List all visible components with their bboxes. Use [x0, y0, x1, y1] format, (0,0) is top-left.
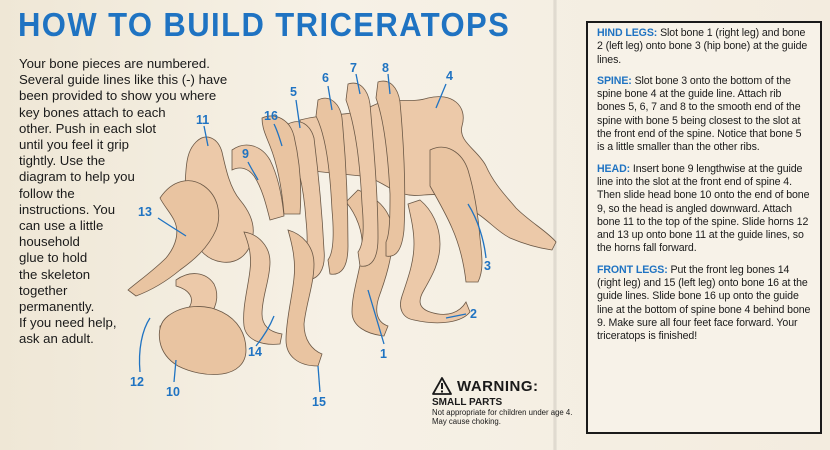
leader-line-7: [355, 73, 361, 95]
intro-line: can use a little: [19, 218, 104, 234]
intro-line: ask an adult.: [19, 331, 94, 347]
page-title: HOW TO BUILD TRICERATOPS: [18, 6, 511, 43]
bone-16: [261, 115, 302, 215]
warning-title-row: WARNING:: [432, 377, 582, 395]
intro-line: other. Push in each slot: [19, 120, 157, 136]
warning-title: WARNING:: [457, 377, 539, 395]
bone-label-13: 13: [138, 205, 152, 219]
bone-label-15: 15: [312, 395, 326, 409]
triceratops-skeleton-diagram: 1 2 3 4 5 6 7 8 9 10 11 12 13 14 15 16: [127, 61, 557, 409]
bone-label-3: 3: [484, 259, 491, 273]
bone-7: [345, 82, 379, 267]
instruction-text: Slot bone 3 onto the bottom of the spine…: [597, 74, 802, 154]
bone-label-4: 4: [446, 69, 453, 83]
bone-label-2: 2: [470, 307, 477, 321]
warning-triangle-icon: [432, 377, 452, 395]
intro-line: tightly. Use the: [19, 153, 106, 169]
bone-14: [243, 231, 283, 345]
leader-line-3: [467, 203, 487, 259]
bone-label-12: 12: [130, 375, 144, 389]
leader-line-16: [273, 123, 283, 147]
instruction-front-legs: FRONT LEGS: Put the front leg bones 14 (…: [597, 264, 811, 344]
bone-13: [127, 180, 220, 297]
instruction-text: Slot bone 1 (right leg) and bone 2 (left…: [597, 27, 808, 66]
intro-line: follow the: [19, 185, 75, 201]
bone-label-1: 1: [380, 347, 387, 361]
instruction-heading: HEAD:: [597, 162, 631, 175]
leader-line-10: [173, 359, 177, 383]
instruction-spine: SPINE: Slot bone 3 onto the bottom of th…: [597, 75, 811, 155]
bone-3: [429, 146, 483, 283]
instruction-hind-legs: HIND LEGS: Slot bone 1 (right leg) and b…: [597, 27, 811, 67]
leader-line-6: [327, 85, 333, 111]
instruction-heading: FRONT LEGS:: [597, 263, 668, 276]
bone-15: [285, 229, 323, 367]
leader-line-8: [387, 73, 391, 95]
intro-text: Your bone pieces are numbered. Several g…: [19, 56, 229, 348]
bone-label-10: 10: [166, 385, 180, 399]
leader-line-5: [295, 99, 301, 129]
intro-line: until you feel it grip: [19, 137, 129, 153]
leader-line-1: [367, 289, 385, 345]
warning-subtitle: SMALL PARTS: [432, 397, 503, 408]
intro-line: instructions. You: [19, 201, 116, 217]
bone-label-16: 16: [264, 109, 278, 123]
bone-9: [231, 144, 285, 221]
intro-line: permanently.: [19, 299, 95, 315]
leader-line-15: [317, 365, 321, 393]
leader-line-9: [247, 161, 259, 181]
bone-label-8: 8: [382, 61, 389, 75]
intro-line: glue to hold: [19, 250, 88, 266]
bone-label-7: 7: [350, 61, 357, 75]
intro-line: been provided to show you where: [19, 88, 217, 104]
instruction-text: Insert bone 9 lengthwise at the guide li…: [597, 162, 810, 255]
instructions-box: HIND LEGS: Slot bone 1 (right leg) and b…: [586, 21, 822, 434]
bone-2: [400, 199, 471, 324]
page-fold: [553, 0, 557, 450]
warning-line-2: May cause choking.: [432, 417, 501, 426]
intro-line: diagram to help you: [19, 169, 135, 185]
intro-line: Your bone pieces are numbered.: [19, 56, 210, 71]
bone-label-14: 14: [248, 345, 262, 359]
bone-label-6: 6: [322, 71, 329, 85]
warning-line-1: Not appropriate for children under age 4…: [432, 408, 573, 417]
bone-label-11: 11: [196, 113, 209, 127]
instruction-text: Put the front leg bones 14 (right leg) a…: [597, 263, 811, 343]
bone-label-9: 9: [242, 147, 249, 161]
intro-line: together: [19, 282, 68, 298]
instruction-heading: HIND LEGS:: [597, 27, 658, 39]
leader-line-14: [255, 315, 275, 347]
bone-8: [375, 80, 406, 257]
leader-line-12: [138, 317, 151, 373]
leader-line-13: [157, 217, 187, 237]
bone-label-5: 5: [290, 85, 297, 99]
warning-block: WARNING: SMALL PARTS Not appropriate for…: [432, 377, 582, 426]
leader-line-4: [435, 83, 447, 109]
bone-10: [158, 306, 247, 375]
leader-line-2: [445, 313, 467, 319]
intro-line: If you need help,: [19, 315, 117, 331]
intro-line: household: [19, 234, 80, 250]
leader-line-11: [203, 125, 209, 147]
intro-line: the skeleton: [19, 266, 91, 282]
intro-line: key bones attach to each: [19, 104, 166, 120]
intro-line: Several guide lines like this (-) have: [19, 72, 228, 88]
instruction-head: HEAD: Insert bone 9 lengthwise at the gu…: [597, 163, 811, 256]
bone-6: [315, 97, 349, 275]
instruction-heading: SPINE:: [597, 74, 632, 87]
